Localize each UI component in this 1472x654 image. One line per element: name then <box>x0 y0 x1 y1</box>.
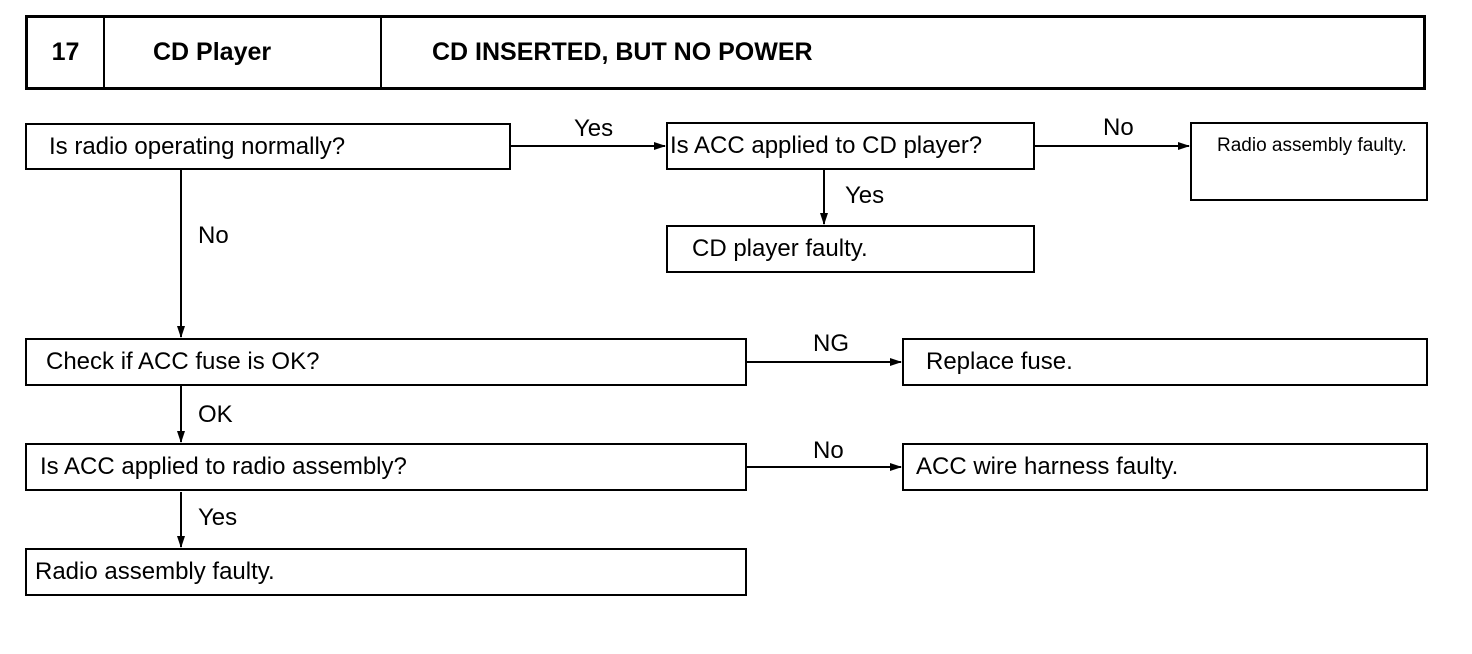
label-fuse-ok: OK <box>198 401 233 428</box>
system-name: CD Player <box>105 18 382 87</box>
label-acc-radio-no: No <box>813 437 844 464</box>
node-acc-radio: Is ACC applied to radio assembly? <box>25 443 747 491</box>
label-fuse-ng: NG <box>813 330 849 357</box>
node-acc-cd-player: Is ACC applied to CD player? <box>666 122 1035 170</box>
node-radio-faulty-top: Radio assembly faulty. <box>1190 122 1428 201</box>
node-cd-player-faulty: CD player faulty. <box>666 225 1035 273</box>
node-acc-fuse: Check if ACC fuse is OK? <box>25 338 747 386</box>
node-radio-faulty-bottom: Radio assembly faulty. <box>25 548 747 596</box>
procedure-number: 17 <box>28 18 105 87</box>
label-radio-no: No <box>198 222 229 249</box>
node-radio-operating: Is radio operating normally? <box>25 123 511 170</box>
node-harness-faulty: ACC wire harness faulty. <box>902 443 1428 491</box>
diagram-header: 17 CD Player CD INSERTED, BUT NO POWER <box>25 15 1426 90</box>
label-acc-radio-yes: Yes <box>198 504 238 531</box>
label-radio-yes: Yes <box>574 115 614 142</box>
label-acc-cd-yes: Yes <box>845 182 885 209</box>
node-replace-fuse: Replace fuse. <box>902 338 1428 386</box>
label-acc-cd-no: No <box>1103 114 1134 141</box>
symptom-title: CD INSERTED, BUT NO POWER <box>432 38 813 66</box>
